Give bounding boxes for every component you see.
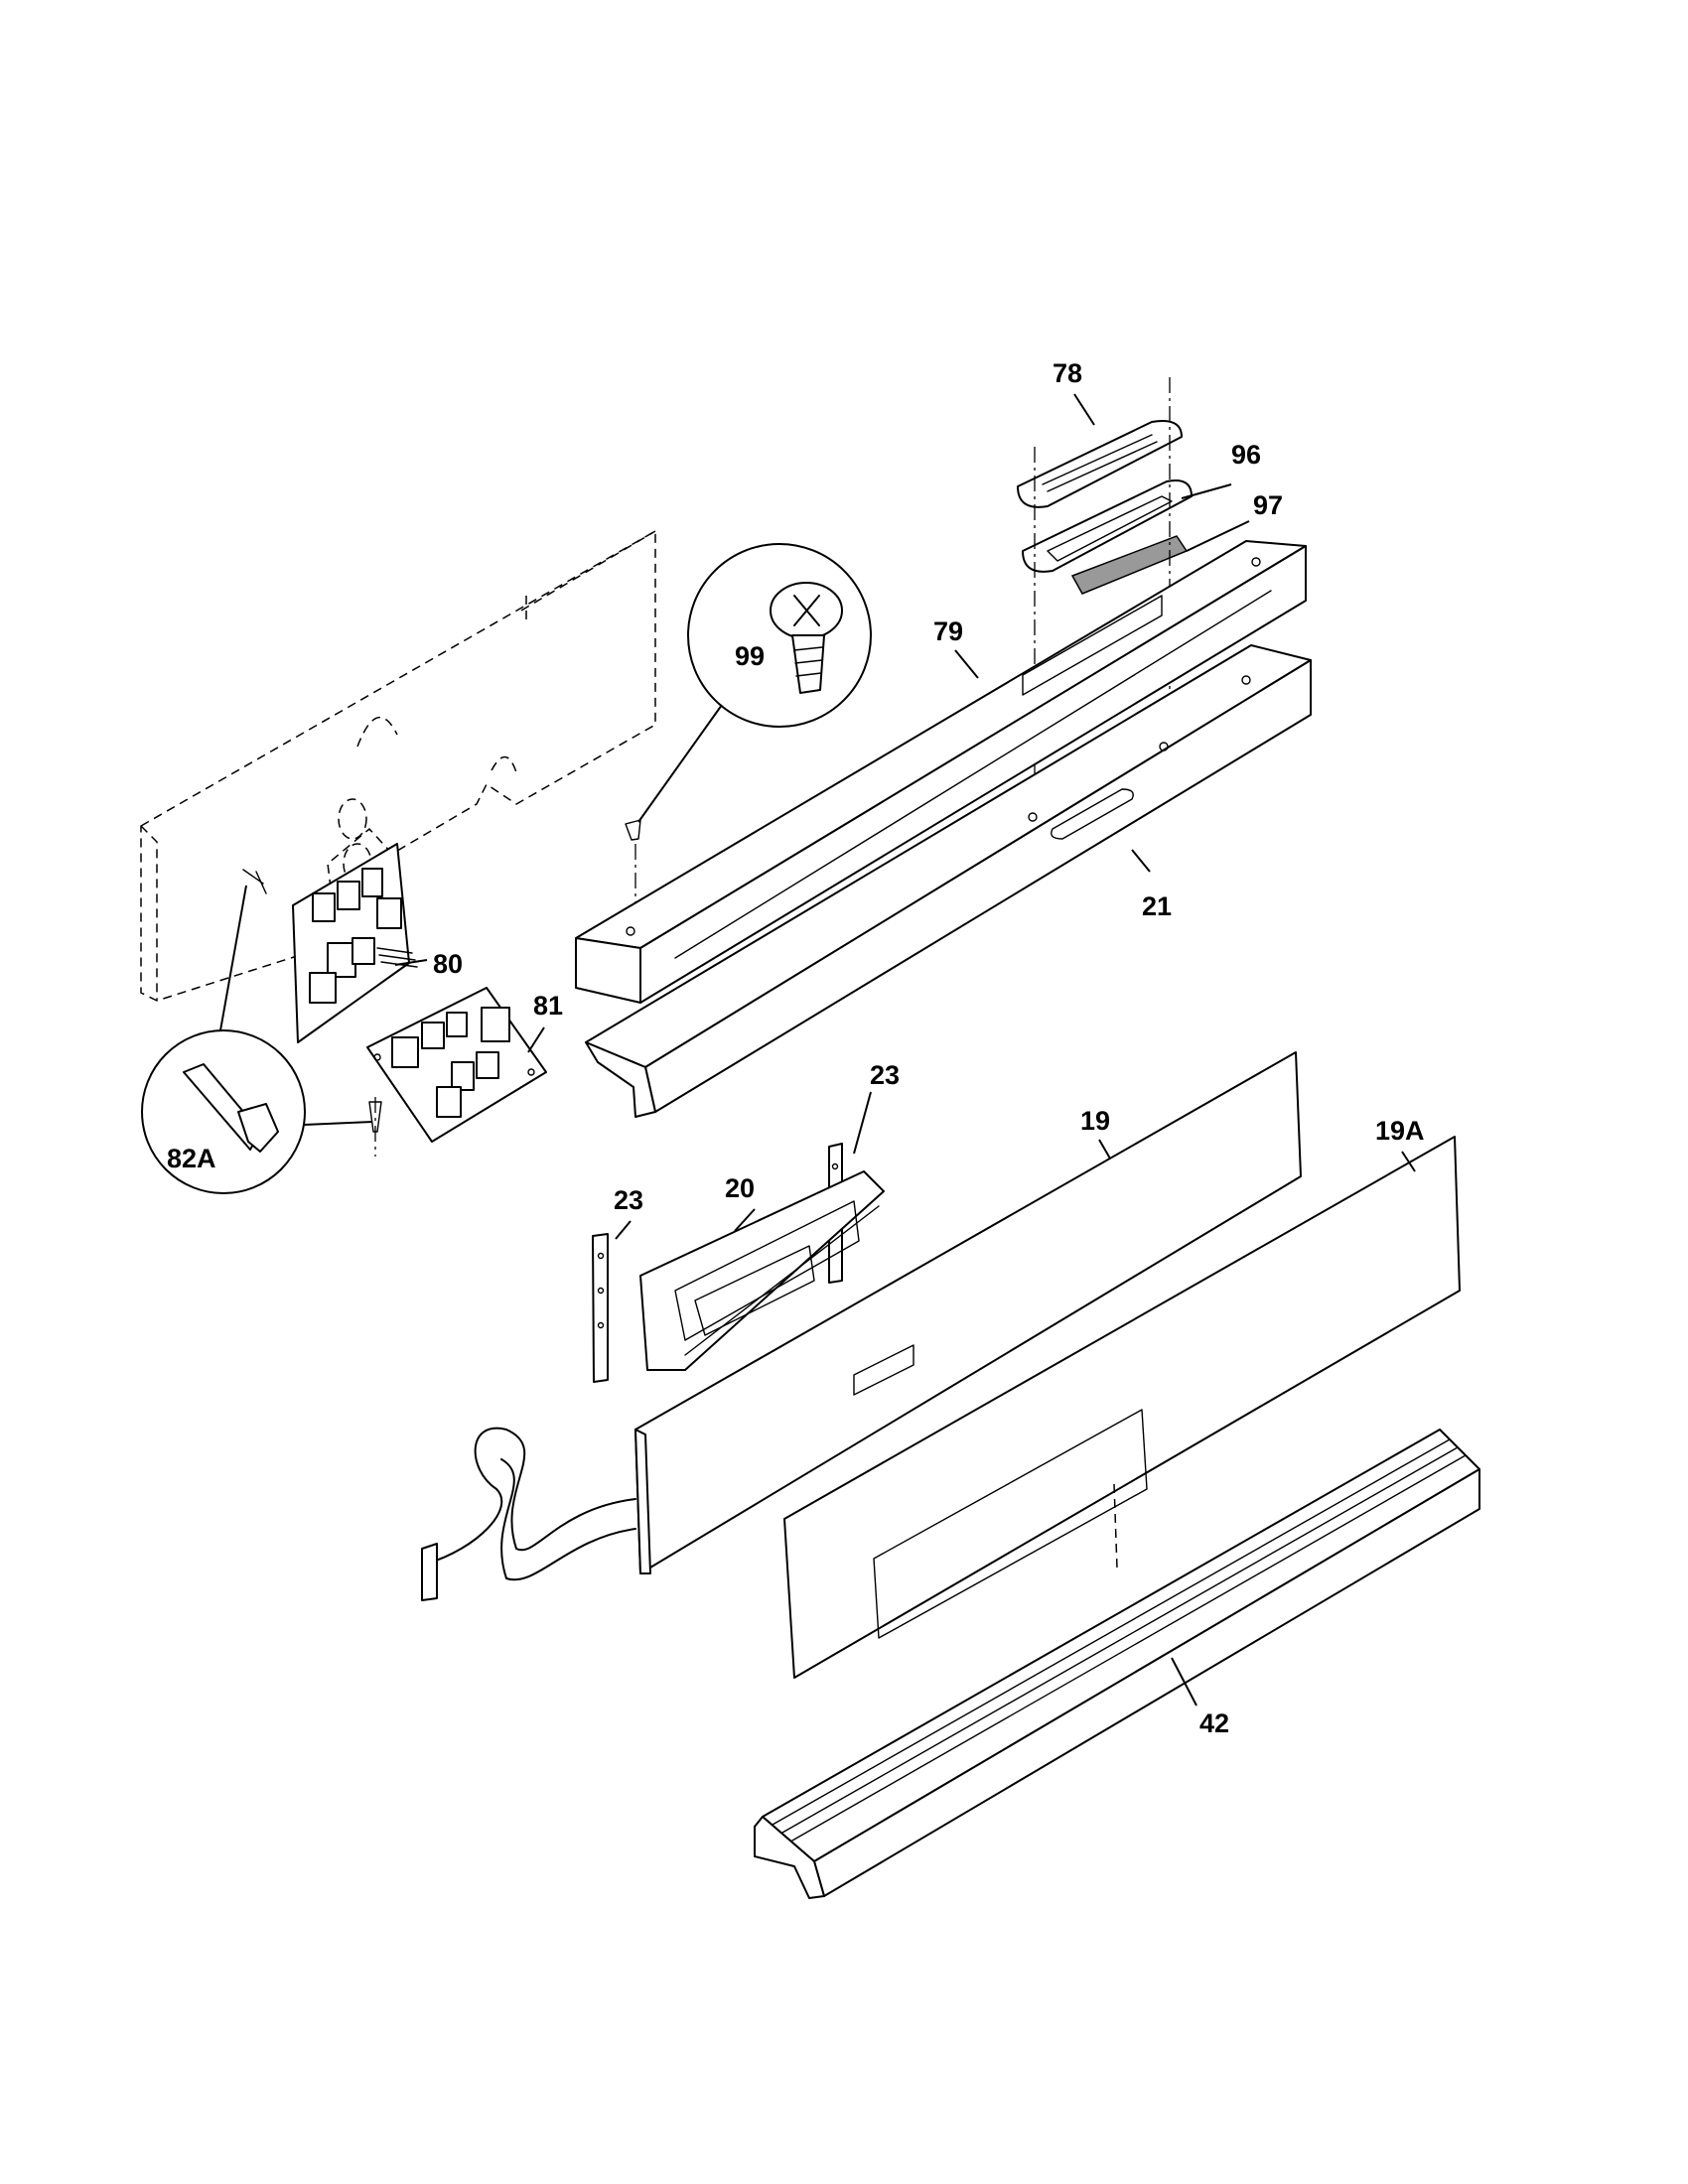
callout-97: 97 (1253, 490, 1283, 520)
callout-19a: 19A (1375, 1116, 1425, 1146)
control-board-80 (242, 843, 418, 1043)
callout-21: 21 (1142, 891, 1172, 921)
trim-ring-78 (1017, 420, 1183, 508)
ribbon-cable (421, 1427, 636, 1601)
callout-79: 79 (933, 616, 963, 646)
leader-lines (394, 393, 1416, 1706)
callout-20: 20 (725, 1173, 755, 1203)
panel-19 (634, 1051, 1302, 1574)
callout-96: 96 (1231, 440, 1261, 470)
callout-labels: 78 96 97 79 99 21 80 81 82A 23 23 20 19 … (167, 358, 1425, 1738)
panel-19a (783, 1136, 1461, 1679)
relay-board-81 (366, 987, 547, 1157)
callout-42: 42 (1199, 1708, 1229, 1738)
callout-23-lower: 23 (614, 1185, 643, 1215)
callout-99: 99 (735, 641, 765, 671)
callout-23-upper: 23 (870, 1060, 900, 1090)
lower-channel-21 (585, 644, 1312, 1118)
callout-80: 80 (433, 949, 463, 979)
display-board-20 (639, 1170, 885, 1371)
detail-bubble-82a (141, 885, 373, 1194)
detail-bubble-99 (625, 543, 872, 923)
callout-19: 19 (1080, 1106, 1110, 1136)
vent-grille-42 (754, 1429, 1480, 1899)
callout-81: 81 (533, 991, 563, 1021)
bracket-23-left (592, 1233, 609, 1383)
top-channel-79 (575, 540, 1307, 1004)
callout-78: 78 (1053, 358, 1082, 388)
callout-82a: 82A (167, 1144, 216, 1173)
